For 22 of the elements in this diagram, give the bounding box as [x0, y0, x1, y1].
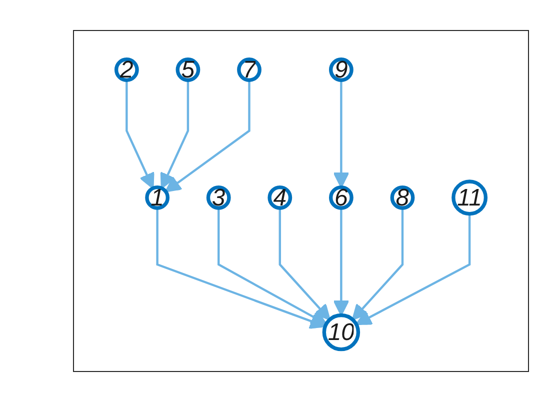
node-circle — [328, 58, 354, 82]
node-circle — [145, 185, 170, 210]
node-circle — [322, 313, 360, 352]
arrow — [333, 80, 350, 188]
arrow — [156, 208, 326, 329]
node-circle — [328, 185, 354, 210]
node-circle — [237, 58, 262, 82]
arrow — [333, 208, 350, 316]
arrow — [356, 214, 471, 326]
axes-frame: 2 5 7 9 1 3 4 6 8 11 10 — [73, 30, 529, 372]
node-circle — [390, 185, 415, 210]
node-circle — [452, 180, 488, 216]
node-circle — [268, 185, 292, 210]
arrow — [126, 80, 154, 189]
arrow — [278, 208, 330, 320]
arrow — [218, 208, 328, 325]
arrow — [160, 80, 190, 189]
arrow — [164, 80, 250, 192]
node-circle — [176, 58, 200, 82]
arrow — [352, 208, 404, 320]
node-circle — [114, 58, 139, 82]
node-circle — [206, 185, 231, 210]
